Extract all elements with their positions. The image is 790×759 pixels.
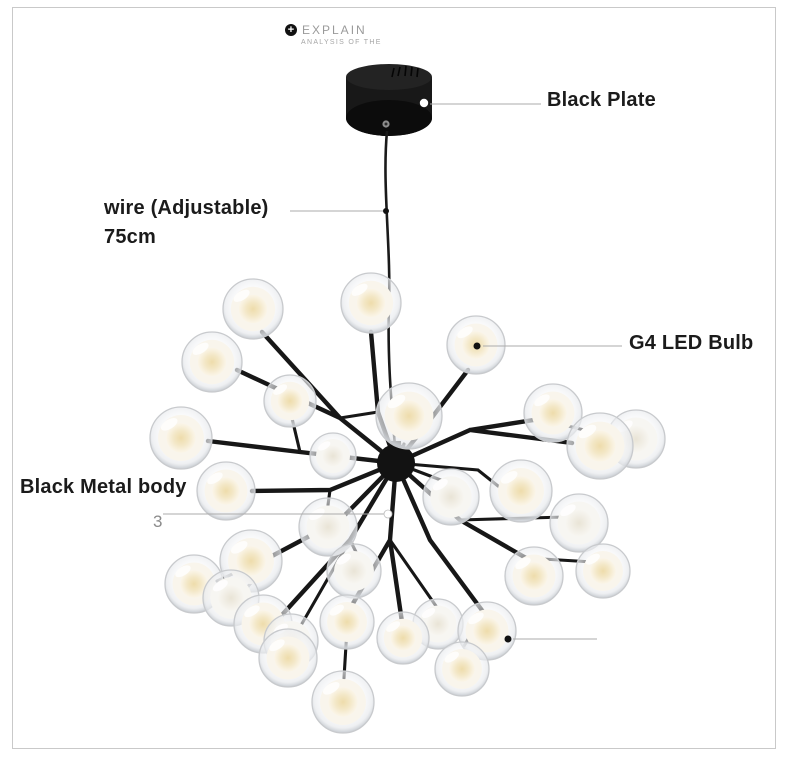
glass-bulb bbox=[523, 383, 583, 443]
glass-bulb bbox=[422, 468, 480, 526]
brand-watermark: + EXPLAIN ANALYSIS OF THE bbox=[285, 23, 382, 46]
glass-bulb bbox=[575, 543, 631, 599]
glass-bulb bbox=[311, 670, 375, 734]
glass-bulb bbox=[549, 493, 609, 553]
glass-bulb bbox=[566, 412, 634, 480]
glass-bulbs-group bbox=[149, 272, 666, 734]
glass-bulb bbox=[326, 543, 382, 599]
watermark-tagline: ANALYSIS OF THE bbox=[301, 39, 382, 46]
glass-bulb bbox=[504, 546, 564, 606]
wire-anchor-dot bbox=[383, 208, 389, 214]
extra-anchor-dot bbox=[504, 635, 512, 643]
label-wire: wire (Adjustable) 75cm bbox=[104, 194, 269, 252]
vent-slits-icon bbox=[391, 65, 419, 78]
label-black-metal-body: Black Metal body bbox=[20, 476, 187, 498]
watermark-brand: EXPLAIN bbox=[302, 23, 367, 37]
glass-bulb bbox=[375, 382, 443, 450]
glass-bulb bbox=[489, 459, 553, 523]
glass-bulb bbox=[340, 272, 402, 334]
plus-circle-icon: + bbox=[285, 24, 297, 36]
glass-bulb bbox=[149, 406, 213, 470]
glass-bulb bbox=[263, 374, 317, 428]
bulb-anchor-dot bbox=[473, 342, 481, 350]
stray-mark: 3 bbox=[153, 512, 163, 531]
glass-bulb bbox=[258, 628, 318, 688]
label-black-plate: Black Plate bbox=[547, 89, 656, 111]
plate-anchor-dot bbox=[419, 98, 429, 108]
body-anchor-dot bbox=[383, 509, 393, 519]
glass-bulb bbox=[319, 594, 375, 650]
label-wire-line2: 75cm bbox=[104, 226, 156, 248]
glass-bulb bbox=[181, 331, 243, 393]
glass-bulb bbox=[434, 641, 490, 697]
glass-bulb bbox=[298, 497, 358, 557]
glass-bulb bbox=[376, 611, 430, 665]
label-wire-line1: wire (Adjustable) bbox=[104, 197, 269, 219]
center-hub bbox=[377, 441, 415, 482]
glass-bulb bbox=[196, 461, 256, 521]
glass-bulb bbox=[222, 278, 284, 340]
label-g4-led-bulb: G4 LED Bulb bbox=[629, 332, 754, 354]
ceiling-plate bbox=[346, 64, 432, 136]
callout-leader-lines bbox=[163, 103, 622, 640]
glass-bulb bbox=[309, 432, 357, 480]
